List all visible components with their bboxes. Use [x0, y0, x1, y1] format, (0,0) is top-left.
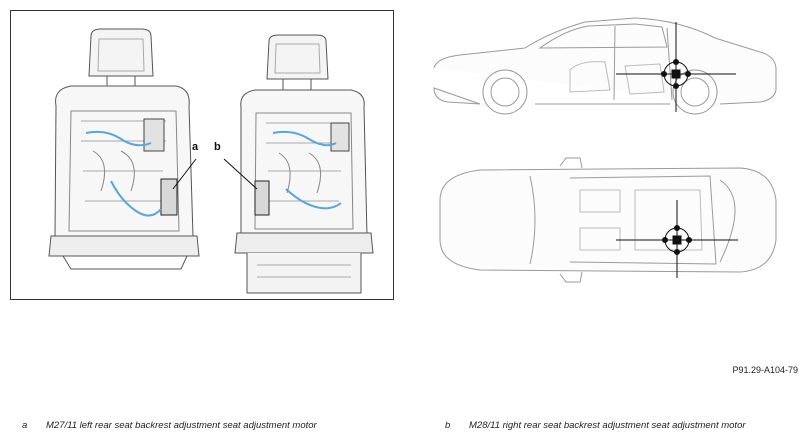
legend-item-b: b M28/11 right rear seat backrest adjust… [445, 420, 746, 431]
seats-drawing [48, 28, 374, 294]
right-rear-seat-backrest [234, 34, 374, 294]
location-marker-top [616, 200, 738, 278]
callout-b-label: b [214, 141, 221, 153]
legend-text: M27/11 left rear seat backrest adjustmen… [46, 420, 317, 431]
vehicle-top-view [439, 157, 777, 283]
legend-text: M28/11 right rear seat backrest adjustme… [469, 420, 746, 431]
seat-illustration-panel: a b [10, 10, 394, 300]
legend-key: b [445, 420, 451, 431]
legend-key: a [22, 420, 28, 431]
location-marker-side [616, 22, 736, 112]
legend-item-a: a M27/11 left rear seat backrest adjustm… [22, 420, 317, 431]
vehicle-drawing [433, 17, 777, 283]
figure-reference-code: P91.29-A104-79 [732, 365, 798, 375]
left-rear-seat-backrest [48, 28, 200, 270]
vehicle-side-view [433, 17, 777, 115]
callout-a-label: a [192, 141, 199, 153]
vehicle-location-diagrams [420, 0, 808, 300]
